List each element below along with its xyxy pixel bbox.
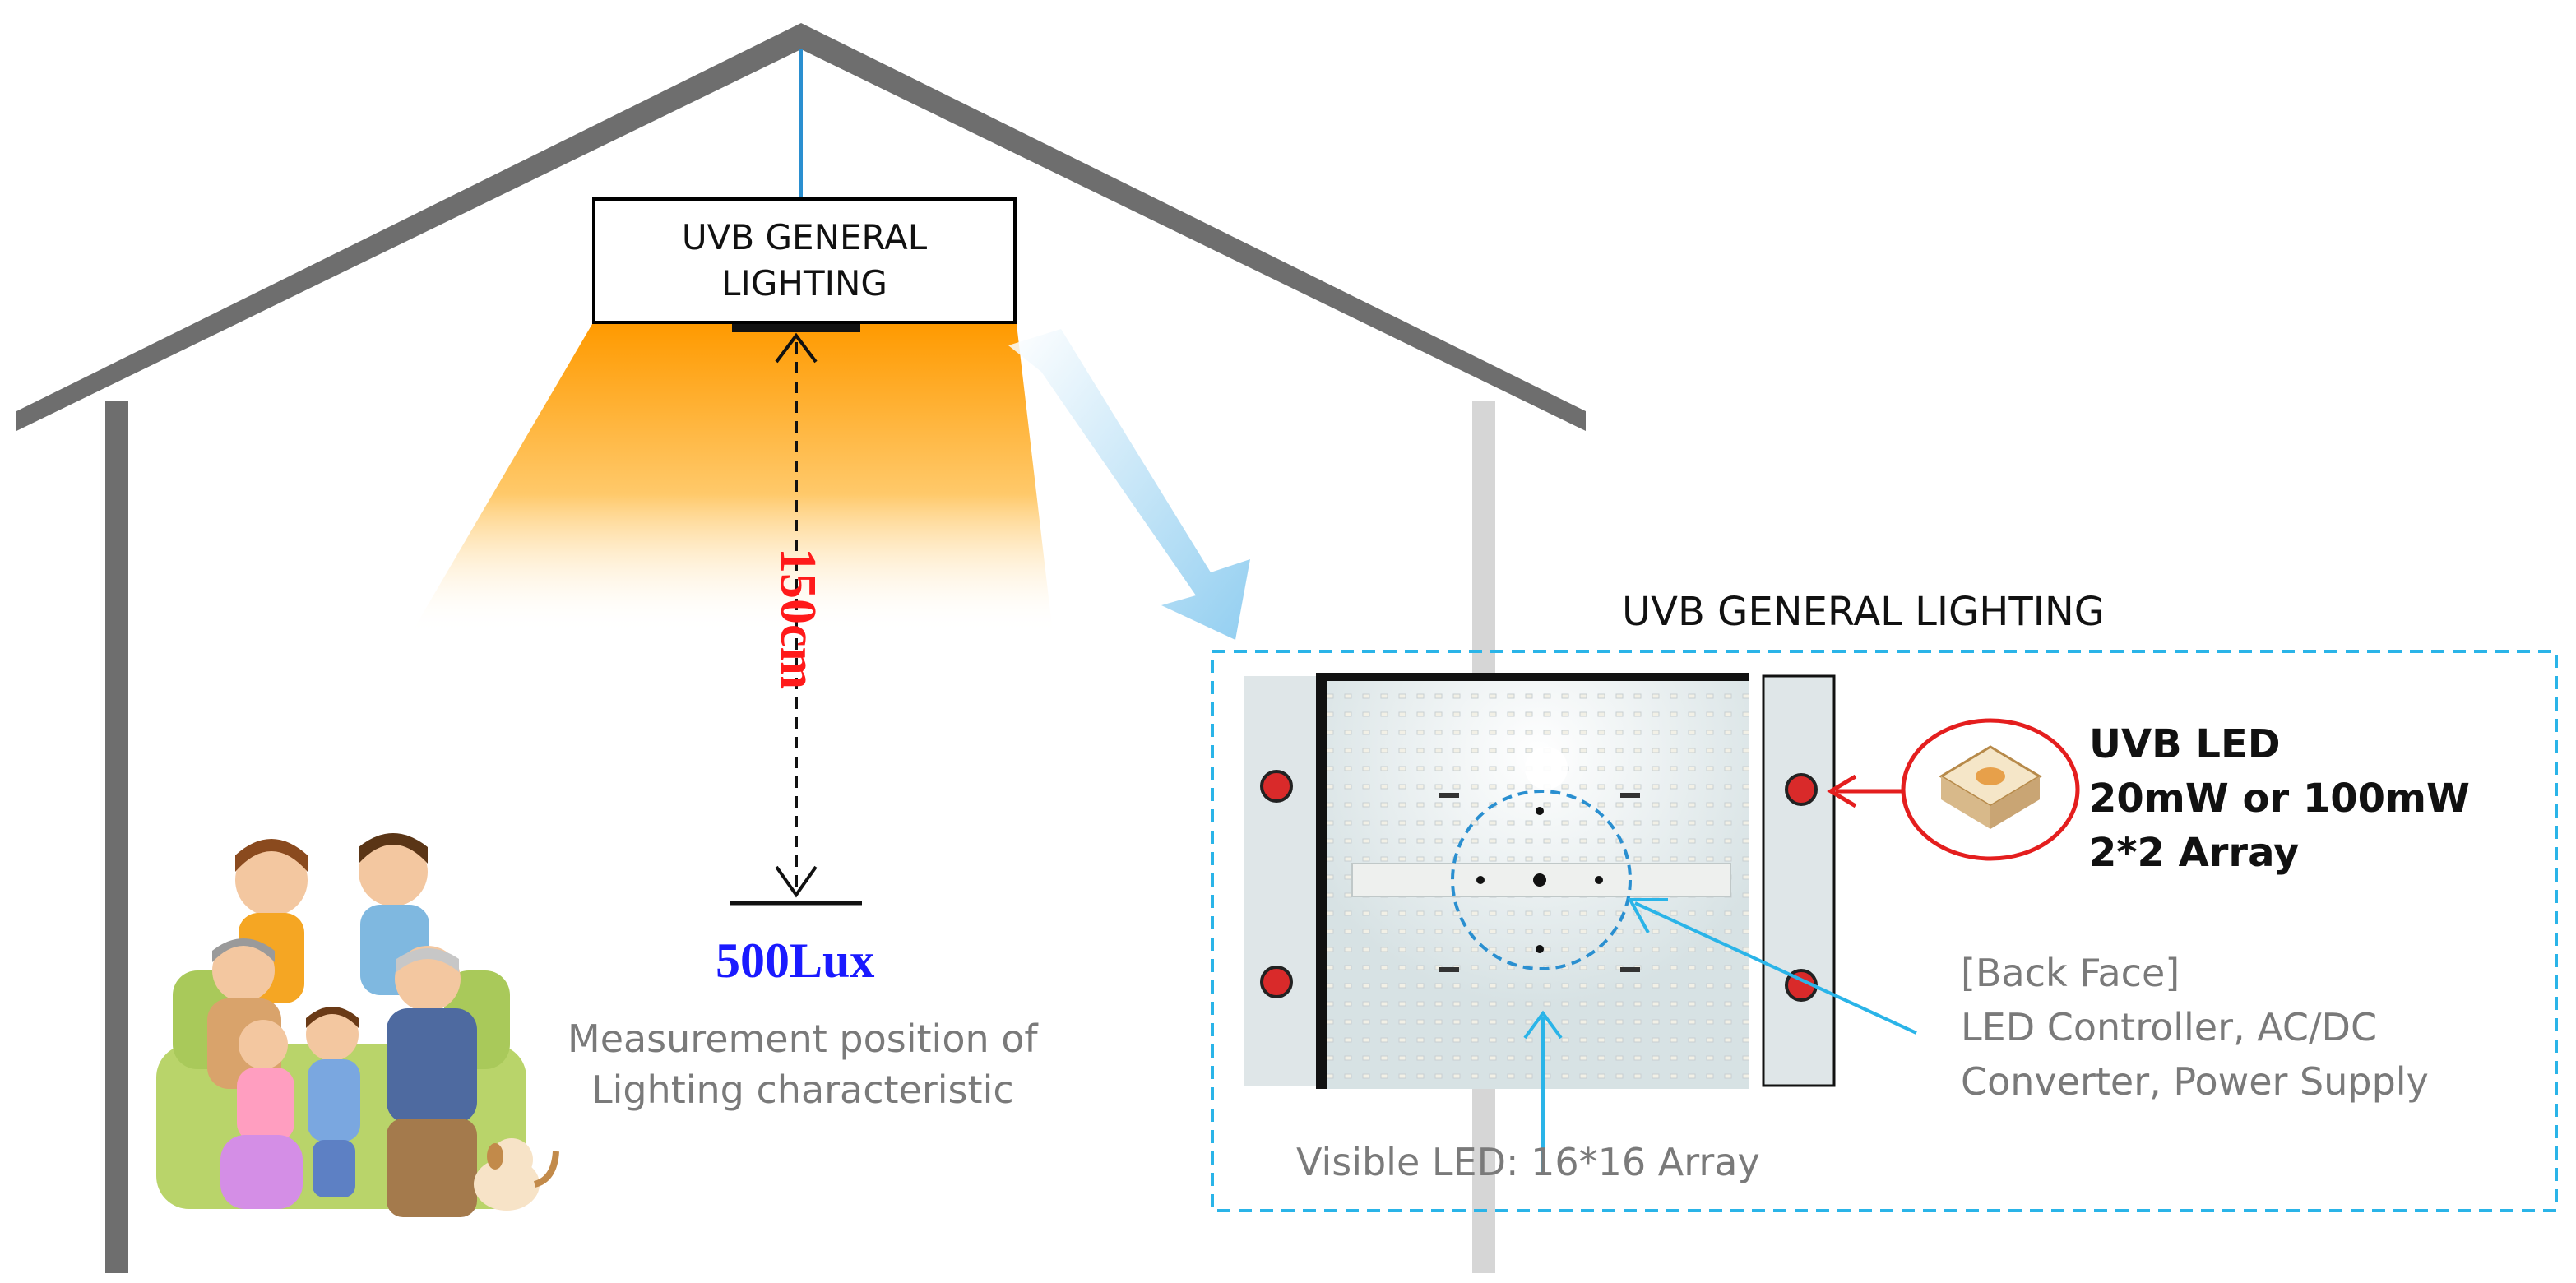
- back-face-line2: LED Controller, AC/DC: [1961, 1005, 2378, 1049]
- back-face-label: [Back Face] LED Controller, AC/DC Conver…: [1961, 946, 2429, 1109]
- uvb-led-line2: 20mW or 100mW: [2089, 776, 2470, 822]
- fixture-label-line1: UVB GENERAL: [681, 217, 928, 257]
- led-panel-photo: [1244, 673, 1836, 1089]
- panel-frame: [1211, 650, 2558, 1212]
- visible-led-label: Visible LED: 16*16 Array: [1296, 1140, 1760, 1184]
- fixture-lens: [732, 322, 860, 332]
- panel-title: UVB GENERAL LIGHTING: [1622, 589, 2105, 635]
- uvb-led-label: UVB LED 20mW or 100mW 2*2 Array: [2089, 717, 2470, 880]
- zoom-arrow: [1008, 329, 1250, 640]
- visible-led-callout-head: [1523, 1010, 1563, 1040]
- arrow-head-down: [775, 865, 818, 898]
- back-face-callout-line: [1634, 901, 1917, 1035]
- back-face-callout-head: [1627, 898, 1668, 933]
- uvb-led-line1: UVB LED: [2089, 721, 2281, 767]
- uvb-led-line3: 2*2 Array: [2089, 830, 2300, 876]
- family-illustration: [156, 833, 559, 1217]
- light-cone: [411, 324, 1053, 633]
- fixture-label-line2: LIGHTING: [721, 263, 887, 303]
- back-face-line3: Converter, Power Supply: [1961, 1059, 2429, 1104]
- measurement-label-line2: Lighting characteristic: [591, 1068, 1014, 1112]
- lighting-fixture-box: UVB GENERAL LIGHTING: [592, 197, 1017, 324]
- lux-label: 500Lux: [716, 933, 875, 988]
- back-face-line1: [Back Face]: [1961, 951, 2180, 995]
- arrow-head-up: [775, 332, 818, 364]
- measurement-label-line1: Measurement position of: [568, 1017, 1038, 1061]
- measurement-label: Measurement position of Lighting charact…: [568, 1013, 1038, 1115]
- distance-label: 150cm: [770, 547, 826, 690]
- house-wall-left: [105, 401, 128, 1273]
- uvb-pointer-head: [1827, 774, 1857, 808]
- uvb-led-chip-icon: [1939, 745, 2042, 829]
